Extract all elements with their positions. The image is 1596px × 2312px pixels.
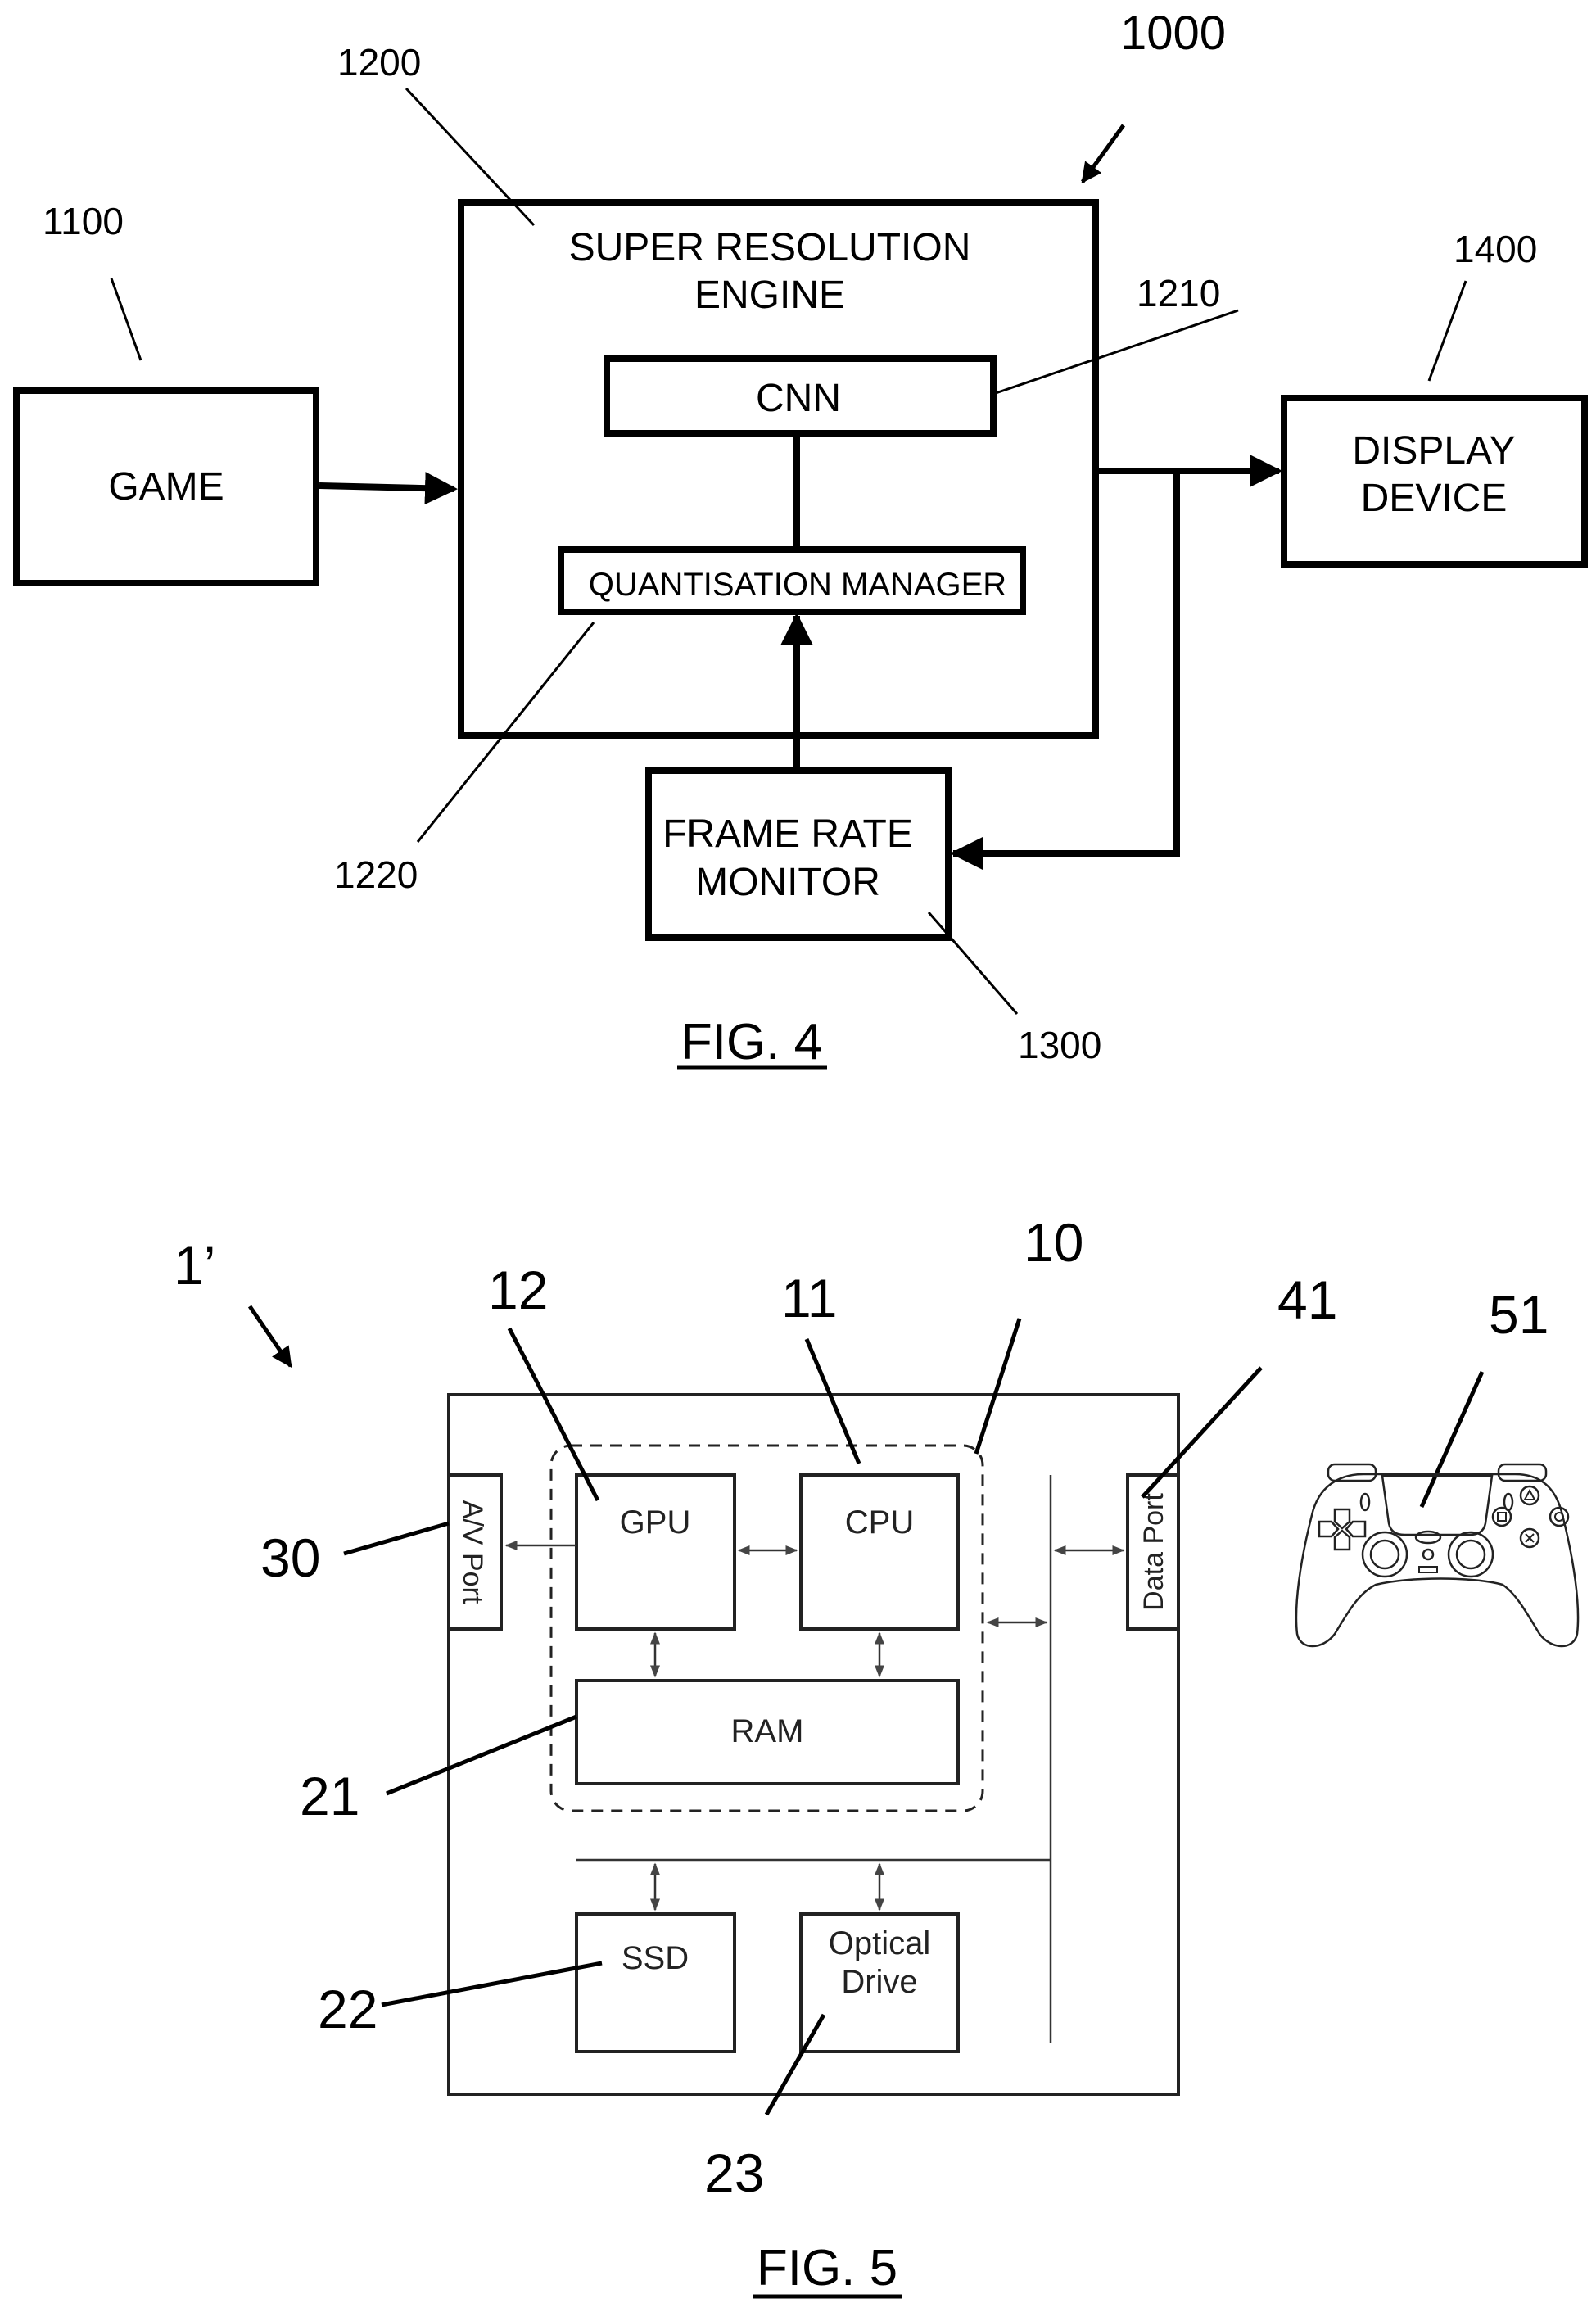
ssd-block: SSD <box>575 1912 736 2053</box>
data-port-box <box>1126 1473 1180 1631</box>
ref-51: 51 <box>1489 1284 1549 1345</box>
leader-41 <box>1141 1366 1263 1499</box>
figure-4-caption: FIG. 4 <box>681 1014 822 1070</box>
cpu-box <box>799 1473 960 1631</box>
display-box <box>1281 395 1588 568</box>
frm-label-line2: MONITOR <box>695 861 880 904</box>
console-box <box>447 1393 1180 2096</box>
figure-5-caption: FIG. 5 <box>757 2240 897 2296</box>
cpu-label: CPU <box>845 1504 914 1541</box>
sre-label-line1: SUPER RESOLUTION <box>569 226 971 269</box>
quantisation-manager-block: QUANTISATION MANAGER <box>558 546 1026 615</box>
ram-block: RAM <box>575 1679 960 1785</box>
game-to-sre-arrow <box>319 472 458 505</box>
optical-drive-label-line1: Optical <box>829 1925 931 1961</box>
optical-drive-label-line2: Drive <box>841 1964 917 2000</box>
av-port-box <box>447 1473 503 1631</box>
sre-label-line2: ENGINE <box>694 274 845 317</box>
ref-21: 21 <box>300 1766 359 1826</box>
frame-rate-monitor-block: FRAME RATE MONITOR <box>645 767 952 941</box>
leader-1300 <box>927 912 1019 1015</box>
gpu-label: GPU <box>620 1504 691 1541</box>
leader-1100 <box>110 278 142 361</box>
optical-drive-box <box>799 1912 960 2053</box>
data-port-label: Data Port <box>1138 1493 1169 1611</box>
leader-1220 <box>416 622 595 843</box>
feedback-to-frm-arrow <box>950 471 1180 870</box>
ref-11: 11 <box>781 1268 838 1328</box>
leader-10 <box>974 1318 1022 1455</box>
game-controller-icon <box>1295 1463 1580 1648</box>
figure-5: 1’ GPU CPU RAM A/V Port Data Port <box>174 1212 1580 2299</box>
leader-23 <box>764 2013 826 2116</box>
qm-box <box>558 546 1026 615</box>
ref-10: 10 <box>1024 1212 1083 1273</box>
cnn-box <box>604 355 997 437</box>
game-label: GAME <box>108 465 224 509</box>
ref-30: 30 <box>260 1527 320 1588</box>
apu-dashed-region <box>549 1444 984 1812</box>
ssd-box <box>575 1912 736 2053</box>
ref-1000: 1000 <box>1120 7 1226 60</box>
ref-1200: 1200 <box>337 41 421 84</box>
display-device-block: DISPLAY DEVICE <box>1281 395 1588 568</box>
frm-label-line1: FRAME RATE <box>662 812 913 856</box>
ram-box <box>575 1679 960 1785</box>
av-port-block: A/V Port <box>447 1473 503 1631</box>
super-resolution-engine-block: SUPER RESOLUTION ENGINE <box>458 199 1099 739</box>
ref-22: 22 <box>318 1979 378 2039</box>
ref-12: 12 <box>488 1260 548 1320</box>
ref-1400: 1400 <box>1454 228 1537 270</box>
leader-12 <box>507 1327 600 1502</box>
display-label-line2: DEVICE <box>1361 477 1508 520</box>
figure-4: 1000 GAME 1100 SUPER RESOLUTION ENGINE 1… <box>13 7 1588 1070</box>
game-box <box>13 387 319 586</box>
av-port-label: A/V Port <box>457 1500 488 1604</box>
ref-1300: 1300 <box>1018 1024 1101 1066</box>
ssd-label: SSD <box>622 1940 689 1976</box>
ref-1100: 1100 <box>43 200 124 242</box>
leader-21 <box>386 1714 577 1796</box>
leader-22 <box>381 1961 603 2007</box>
system-arrow-1-prime <box>247 1305 293 1369</box>
ref-1-prime: 1’ <box>174 1235 215 1296</box>
ram-label: RAM <box>731 1713 804 1749</box>
ref-1220: 1220 <box>334 853 418 896</box>
ref-41: 41 <box>1277 1269 1337 1330</box>
data-port-block: Data Port <box>1126 1473 1180 1631</box>
leader-30 <box>343 1521 450 1556</box>
ref-1210: 1210 <box>1137 272 1220 314</box>
leader-1200 <box>405 87 536 227</box>
optical-drive-block: Optical Drive <box>799 1912 960 2053</box>
gpu-block: GPU <box>575 1473 736 1631</box>
system-arrow-1000 <box>1080 124 1126 184</box>
cnn-label: CNN <box>756 377 841 420</box>
leader-1400 <box>1427 280 1467 382</box>
cnn-block: CNN <box>604 355 997 437</box>
gpu-box <box>575 1473 736 1631</box>
leader-51 <box>1419 1370 1485 1509</box>
leader-11 <box>804 1338 861 1464</box>
ref-23: 23 <box>704 2142 764 2203</box>
leader-1210 <box>995 309 1239 395</box>
display-label-line1: DISPLAY <box>1352 429 1515 473</box>
qm-label: QUANTISATION MANAGER <box>589 567 1006 603</box>
cpu-block: CPU <box>799 1473 960 1631</box>
frm-box <box>645 767 952 941</box>
game-block: GAME <box>13 387 319 586</box>
